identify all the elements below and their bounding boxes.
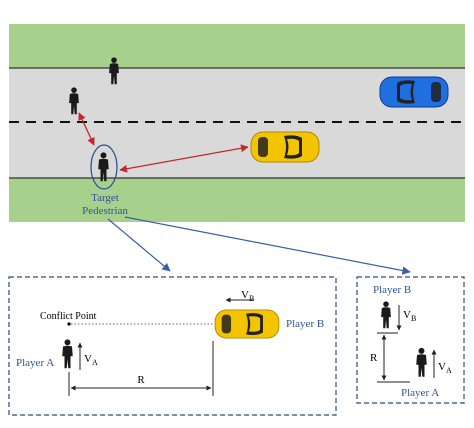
- yellow-car: [250, 131, 320, 163]
- player-a-label-left: Player A: [16, 357, 54, 369]
- grass-top: [9, 24, 465, 68]
- player-b-label-right: Player B: [373, 284, 411, 296]
- target-highlight-ellipse: [90, 144, 118, 190]
- callout-arrow-right: [124, 216, 411, 275]
- r-label-left: R: [137, 374, 145, 386]
- right-detail-panel: Player B VB R VA Player A: [356, 276, 465, 404]
- blue-car: [379, 76, 449, 108]
- right-panel-border: [356, 276, 465, 404]
- va-label-right: VA: [438, 361, 452, 375]
- conflict-point-label: Conflict Point: [40, 311, 97, 322]
- left-panel-border: [8, 276, 337, 416]
- left-detail-panel: Conflict Point VA Player A VB Player B R: [8, 276, 337, 416]
- road-scene: Target Pedestrian: [9, 24, 465, 222]
- conflict-arrow-pedestrian: [78, 112, 95, 146]
- conflict-arrow-vehicle: [119, 144, 249, 173]
- grass-bottom: [9, 178, 465, 222]
- conflict-point-dot: [67, 322, 71, 326]
- player-a-figure-right: [416, 347, 427, 377]
- player-b-figure: [381, 301, 391, 329]
- va-label: VA: [84, 353, 98, 367]
- player-b-label-left: Player B: [286, 318, 324, 330]
- r-label-right: R: [370, 352, 378, 364]
- player-b-car: [214, 309, 280, 339]
- vb-label: VB: [241, 289, 254, 303]
- target-label-line1: Target: [91, 192, 119, 204]
- target-label-line2: Pedestrian: [82, 205, 128, 217]
- player-a-label-right: Player A: [401, 387, 439, 399]
- player-a-figure: [62, 339, 73, 369]
- callout-arrow-left: [107, 218, 171, 272]
- vb-label-right: VB: [403, 309, 416, 323]
